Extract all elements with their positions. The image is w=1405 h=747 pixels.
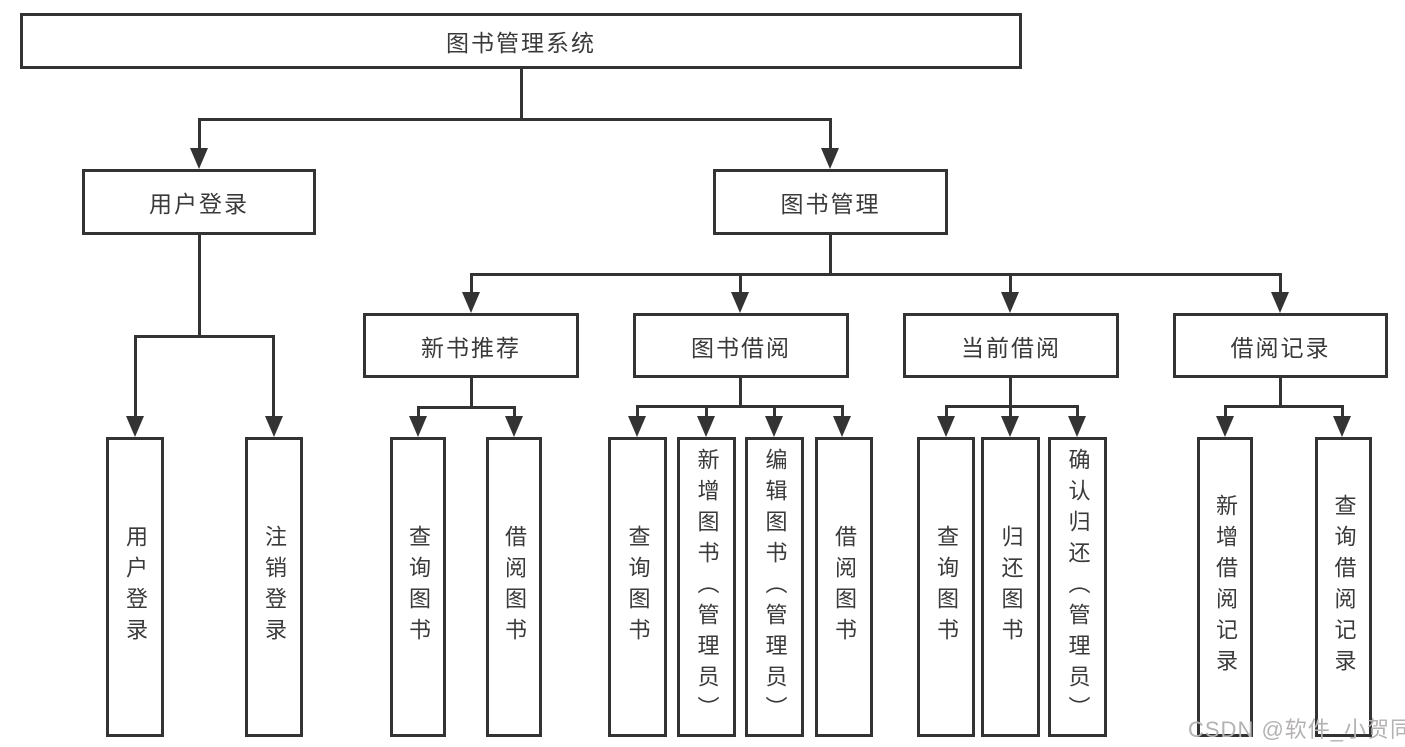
leaf-borrow-add-book-admin: 新增图书（管理员） [677, 437, 736, 737]
connector-line [1009, 273, 1012, 295]
leaf-user-login-label: 用户登录 [123, 525, 148, 649]
leaf-records-add-record: 新增借阅记录 [1197, 437, 1253, 737]
connector-line [1009, 405, 1012, 418]
node-book-borrowing: 图书借阅 [633, 313, 849, 378]
leaf-borrow-borrow-book: 借阅图书 [815, 437, 873, 737]
arrow-down [265, 416, 283, 437]
leaf-newrec-borrow-book: 借阅图书 [486, 437, 542, 737]
connector-line [417, 406, 420, 418]
connector-line [739, 273, 742, 295]
connector-line [636, 405, 844, 408]
node-borrow-records-label: 借阅记录 [1230, 334, 1331, 361]
leaf-current-return-book: 归还图书 [981, 437, 1040, 737]
connector-line [1224, 405, 1344, 408]
node-user-login: 用户登录 [82, 169, 316, 235]
leaf-user-login: 用户登录 [106, 437, 164, 737]
node-borrow-records: 借阅记录 [1173, 313, 1388, 378]
leaf-current-confirm-return-admin-label: 确认归还（管理员） [1065, 447, 1091, 727]
arrow-down [1001, 416, 1019, 437]
leaf-current-query-book-label: 查询图书 [934, 525, 959, 649]
connector-line [134, 335, 275, 338]
node-current-borrowing-label: 当前借阅 [961, 334, 1061, 361]
node-book-borrowing-label: 图书借阅 [691, 334, 791, 361]
leaf-newrec-query-book: 查询图书 [390, 437, 446, 737]
arrow-down [190, 148, 208, 169]
leaf-borrow-query-book: 查询图书 [608, 437, 667, 737]
arrow-down [505, 416, 523, 437]
connector-line [470, 273, 1281, 276]
connector-line [636, 405, 639, 418]
arrow-down [765, 416, 783, 437]
arrow-down [937, 416, 955, 437]
connector-line [198, 234, 201, 335]
connector-line [829, 118, 832, 150]
connector-line [272, 335, 275, 418]
connector-line [520, 68, 523, 118]
connector-line [945, 405, 1079, 408]
arrow-down [628, 416, 646, 437]
node-book-management-label: 图书管理 [780, 191, 881, 217]
connector-line [1341, 405, 1344, 418]
arrow-down [409, 416, 427, 437]
node-current-borrowing: 当前借阅 [903, 313, 1119, 378]
arrow-down [462, 292, 480, 313]
arrow-down [1216, 416, 1234, 437]
leaf-borrow-edit-book-admin-label: 编辑图书（管理员） [762, 447, 788, 727]
leaf-current-return-book-label: 归还图书 [998, 525, 1024, 649]
arrow-down [821, 148, 839, 169]
leaf-borrow-add-book-admin-label: 新增图书（管理员） [694, 447, 720, 727]
arrow-down [1333, 416, 1351, 437]
connector-line [198, 118, 201, 150]
connector-line [705, 405, 708, 418]
arrow-down [1271, 292, 1289, 313]
node-user-login-label: 用户登录 [149, 191, 249, 217]
connector-line [945, 405, 948, 418]
connector-line [470, 273, 473, 295]
arrow-down [1068, 416, 1086, 437]
leaf-records-query-record: 查询借阅记录 [1315, 437, 1372, 737]
connector-line [134, 335, 137, 418]
connector-line [1279, 377, 1282, 408]
connector-line [470, 377, 473, 409]
connector-line [513, 406, 516, 418]
arrow-down [697, 416, 715, 437]
leaf-borrow-borrow-book-label: 借阅图书 [832, 525, 857, 649]
leaf-current-confirm-return-admin: 确认归还（管理员） [1048, 437, 1107, 737]
arrow-down [833, 416, 851, 437]
connector-line [1009, 377, 1012, 408]
leaf-records-query-record-label: 查询借阅记录 [1331, 494, 1357, 680]
node-library-system: 图书管理系统 [20, 13, 1022, 69]
connector-line [1224, 405, 1227, 418]
connector-line [829, 234, 832, 275]
connector-line [841, 405, 844, 418]
node-book-management: 图书管理 [713, 169, 948, 235]
leaf-current-query-book: 查询图书 [917, 437, 975, 737]
node-new-book-recommend-label: 新书推荐 [421, 334, 521, 361]
node-new-book-recommend: 新书推荐 [363, 313, 579, 378]
arrow-down [1001, 292, 1019, 313]
connector-line [417, 406, 516, 409]
csdn-watermark: CSDN @软件_小贺同学 [1188, 717, 1405, 742]
leaf-logout-login-label: 注销登录 [262, 525, 287, 649]
node-library-system-label: 图书管理系统 [446, 30, 596, 56]
connector-line [198, 118, 831, 121]
leaf-borrow-edit-book-admin: 编辑图书（管理员） [745, 437, 804, 737]
connector-line [1076, 405, 1079, 418]
arrow-down [731, 292, 749, 313]
leaf-records-add-record-label: 新增借阅记录 [1213, 494, 1238, 680]
arrow-down [126, 416, 144, 437]
connector-line [739, 377, 742, 408]
connector-line [1279, 273, 1282, 295]
leaf-newrec-query-book-label: 查询图书 [406, 525, 431, 649]
leaf-newrec-borrow-book-label: 借阅图书 [502, 525, 527, 649]
connector-line [773, 405, 776, 418]
leaf-logout-login: 注销登录 [245, 437, 303, 737]
leaf-borrow-query-book-label: 查询图书 [625, 525, 651, 649]
